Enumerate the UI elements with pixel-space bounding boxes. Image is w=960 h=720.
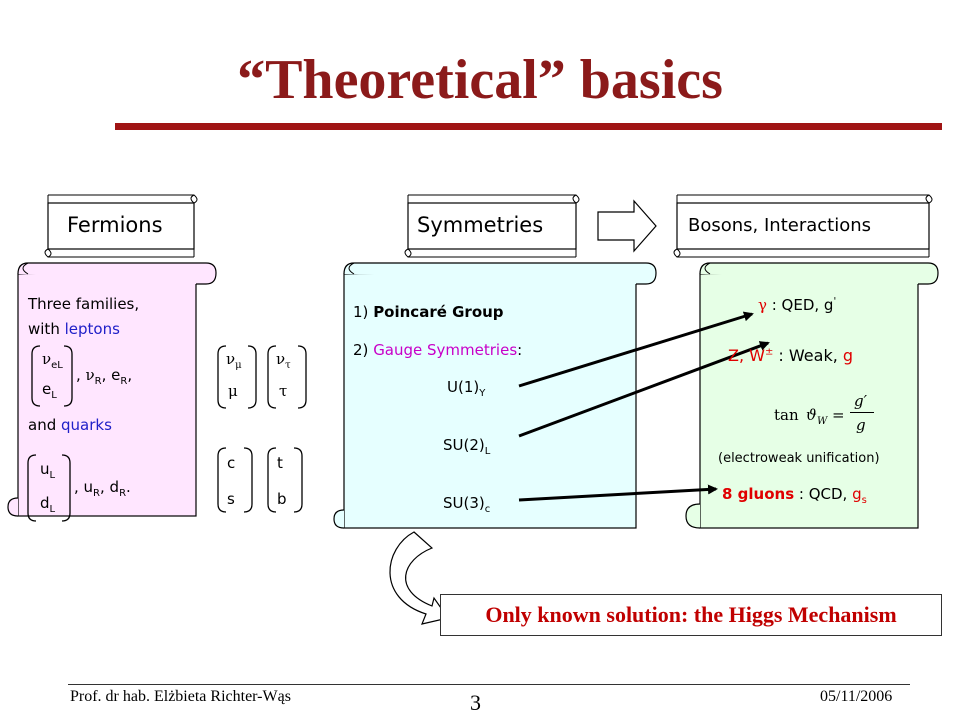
quark-t: t [277, 454, 283, 472]
footer-rule [68, 684, 910, 685]
qed-line: γ : QED, g' [758, 296, 837, 314]
quark-s: s [227, 490, 235, 508]
nu-mu: νμ [226, 350, 242, 371]
higgs-mechanism-box: Only known solution: the Higgs Mechanism [440, 594, 942, 636]
and-text: and [28, 416, 61, 434]
quarks-text: quarks [61, 416, 112, 434]
three-families-text: Three families, [28, 295, 140, 313]
author: Prof. dr hab. Elżbieta Richter-Wąs [70, 688, 291, 705]
su3-group: SU(3)c [443, 494, 491, 515]
su2-group: SU(2)L [443, 436, 491, 457]
arrow-su3-to-qcd [518, 484, 718, 502]
u1-group: U(1)Y [447, 378, 486, 399]
doublet-brackets [27, 345, 307, 522]
nu-tau: ντ [276, 350, 291, 371]
gauge-item: 2) Gauge Symmetries: [353, 341, 523, 359]
date: 05/11/2006 [820, 688, 893, 705]
fermions-label: Fermions [67, 213, 163, 237]
fraction-bar [850, 412, 874, 413]
poincare-item: 1) Poincaré Group [353, 303, 504, 321]
with-text: with [28, 320, 65, 338]
weak-line: Z, W± : Weak, g [728, 346, 854, 365]
weinberg-formula: tan ϑ W = g′ g [774, 392, 884, 442]
tau: τ [279, 382, 288, 400]
ew-unification: (electroweak unification) [718, 451, 880, 466]
symmetries-label-scroll [404, 194, 580, 258]
bosons-label-scroll [673, 194, 933, 258]
quark-c: c [227, 454, 236, 472]
mu: μ [228, 382, 238, 400]
fermions-label-scroll [44, 194, 198, 258]
fermions-scroll [7, 262, 217, 517]
quark-b: b [277, 490, 287, 508]
symmetries-scroll [333, 262, 657, 529]
quark-singlets: , uR, dR. [74, 478, 131, 499]
arrow-u1-to-qed [518, 311, 754, 388]
e-l: eL [42, 380, 57, 401]
with-leptons-line: with leptons [28, 320, 120, 338]
qcd-line: 8 gluons : QCD, gs [722, 485, 867, 506]
block-arrow [597, 199, 657, 253]
and-quarks-line: and quarks [28, 416, 112, 434]
nu-el: νeL [42, 350, 63, 371]
symmetries-label: Symmetries [417, 213, 544, 237]
arrow-su2-to-weak [518, 341, 770, 438]
title-underline [115, 123, 942, 130]
lepton-singlets: , νR, eR, [76, 366, 133, 387]
leptons-text: leptons [64, 320, 120, 338]
u-l: uL [40, 460, 56, 481]
slide-title: “Theoretical” basics [237, 49, 723, 111]
bosons-scroll [685, 262, 939, 529]
page-number: 3 [470, 690, 481, 715]
bosons-label: Bosons, Interactions [688, 215, 872, 236]
d-l: dL [40, 494, 56, 515]
